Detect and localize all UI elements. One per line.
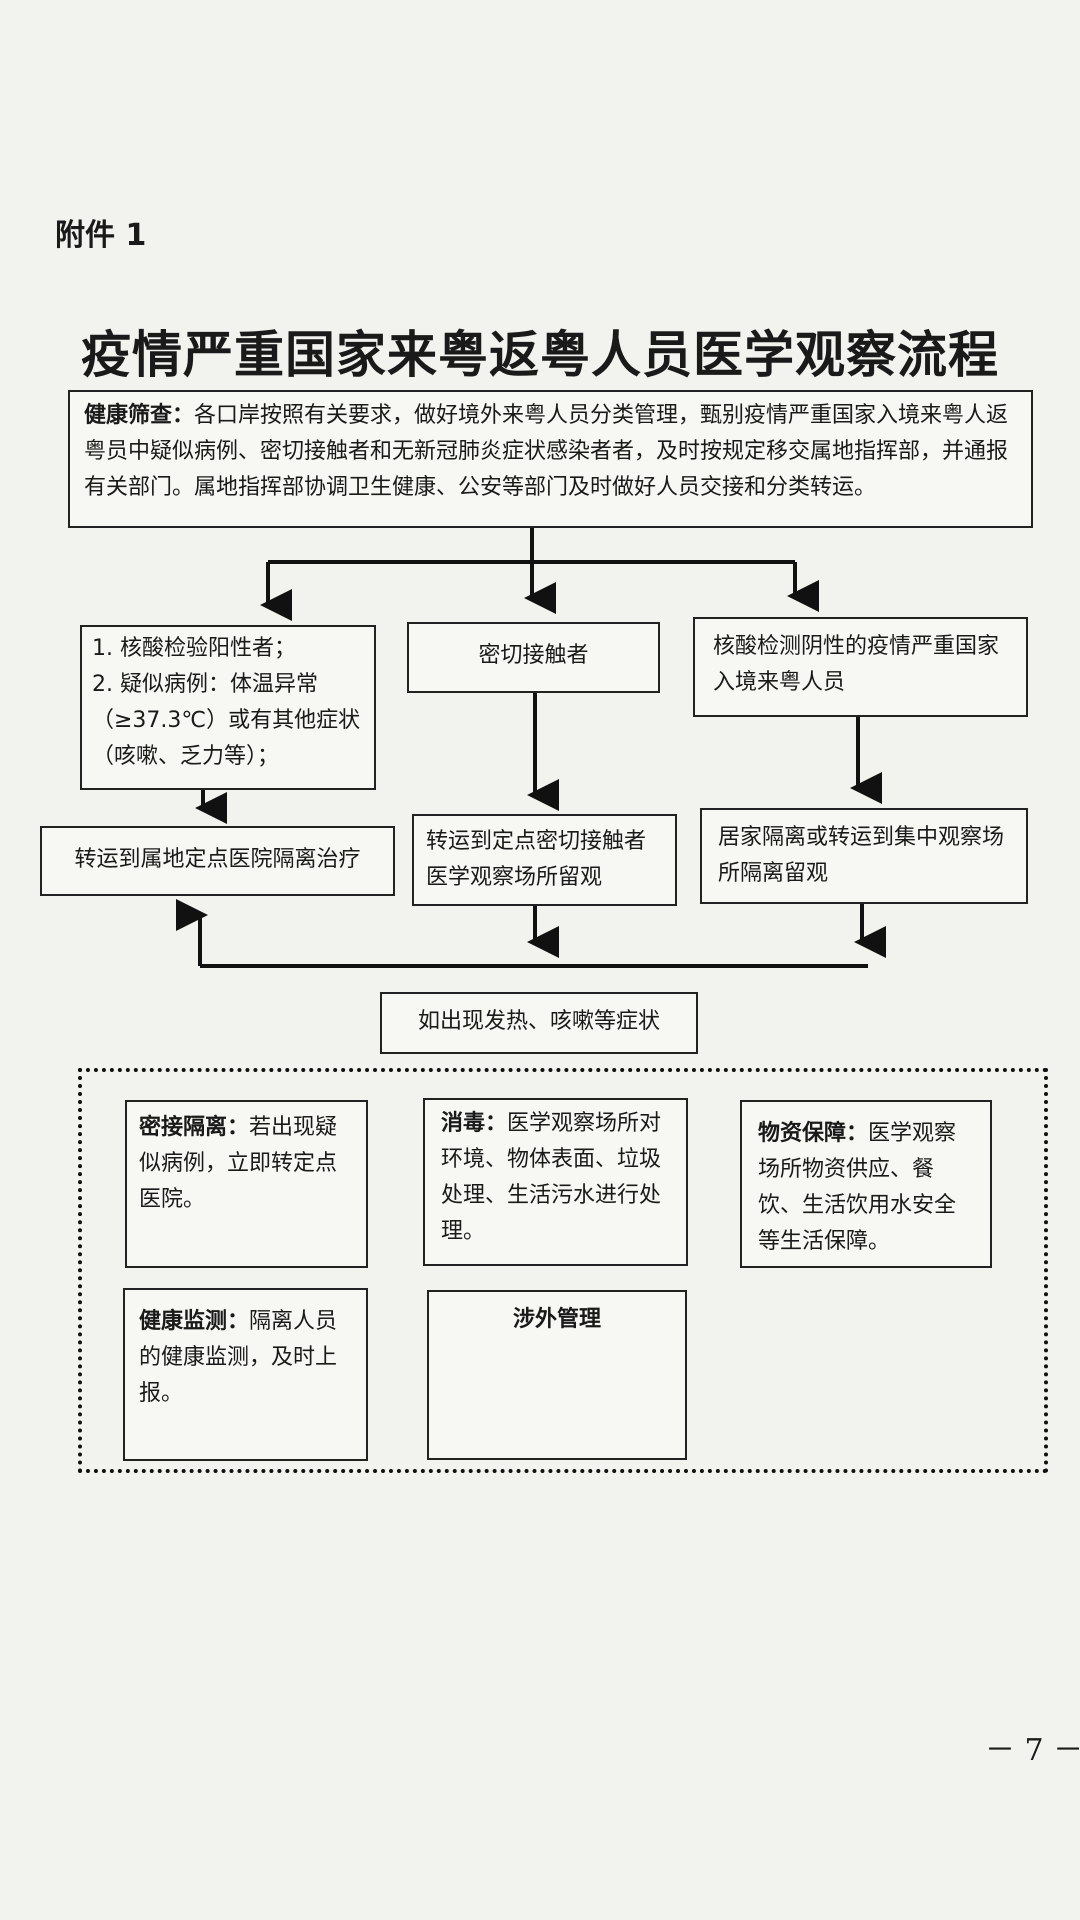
close-contact-observation-text: 转运到定点密切接触者医学观察场所留观 bbox=[426, 829, 647, 890]
disinfection-box: 消毒：医学观察场所对环境、物体表面、垃圾处理、生活污水进行处理。 bbox=[423, 1098, 688, 1266]
close-contact-observation-box: 转运到定点密切接触者医学观察场所留观 bbox=[412, 814, 677, 906]
health-monitoring-label: 健康监测： bbox=[139, 1309, 250, 1334]
page-number: － 7 － bbox=[985, 1733, 1080, 1768]
symptom-box: 如出现发热、咳嗽等症状 bbox=[380, 992, 698, 1054]
supplies-box: 物资保障：医学观察场所物资供应、餐饮、生活饮用水安全等生活保障。 bbox=[740, 1100, 992, 1268]
hospital-treatment-text: 转运到属地定点医院隔离治疗 bbox=[74, 847, 361, 872]
close-contact-box: 密切接触者 bbox=[407, 622, 660, 693]
negative-test-text: 核酸检测阴性的疫情严重国家入境来粤人员 bbox=[713, 634, 1000, 695]
screening-label: 健康筛查： bbox=[84, 403, 195, 428]
close-contact-isolation-box: 密接隔离：若出现疑似病例，立即转定点医院。 bbox=[125, 1100, 368, 1268]
home-quarantine-text: 居家隔离或转运到集中观察场所隔离留观 bbox=[718, 825, 1005, 886]
health-monitoring-box: 健康监测：隔离人员的健康监测，及时上报。 bbox=[123, 1288, 368, 1461]
annex-label: 附件 1 bbox=[55, 218, 147, 253]
disinfection-label: 消毒： bbox=[441, 1111, 508, 1136]
foreign-affairs-box: 涉外管理 bbox=[427, 1290, 687, 1460]
page-title: 疫情严重国家来粤返粤人员医学观察流程图 bbox=[81, 325, 999, 456]
supplies-text: 医学观察场所物资供应、餐饮、生活饮用水安全等生活保障。 bbox=[758, 1121, 957, 1254]
foreign-affairs-label: 涉外管理 bbox=[512, 1307, 601, 1332]
home-quarantine-box: 居家隔离或转运到集中观察场所隔离留观 bbox=[700, 808, 1028, 904]
supplies-label: 物资保障： bbox=[758, 1121, 869, 1146]
health-monitoring-text: 隔离人员的健康监测，及时上报。 bbox=[139, 1309, 338, 1406]
positive-case-line1: 1. 核酸检验阳性者； bbox=[92, 636, 296, 661]
disinfection-text: 医学观察场所对环境、物体表面、垃圾处理、生活污水进行处理。 bbox=[441, 1111, 662, 1244]
symptom-text: 如出现发热、咳嗽等症状 bbox=[417, 1009, 660, 1034]
close-contact-text: 密切接触者 bbox=[478, 643, 589, 668]
measures-area bbox=[78, 1068, 1048, 1473]
hospital-treatment-box: 转运到属地定点医院隔离治疗 bbox=[40, 826, 395, 896]
negative-test-box: 核酸检测阴性的疫情严重国家入境来粤人员 bbox=[693, 617, 1028, 717]
screening-text: 各口岸按照有关要求，做好境外来粤人员分类管理，甄别疫情严重国家入境来粤人返粤员中… bbox=[84, 403, 1009, 500]
screening-box: 健康筛查：各口岸按照有关要求，做好境外来粤人员分类管理，甄别疫情严重国家入境来粤… bbox=[68, 390, 1033, 528]
positive-case-line2: 2. 疑似病例：体温异常（≥37.3℃）或有其他症状（咳嗽、乏力等）； bbox=[92, 672, 361, 769]
close-contact-isolation-text: 若出现疑似病例，立即转定点医院。 bbox=[139, 1115, 338, 1212]
close-contact-isolation-label: 密接隔离： bbox=[139, 1115, 250, 1140]
positive-case-box: 1. 核酸检验阳性者； 2. 疑似病例：体温异常（≥37.3℃）或有其他症状（咳… bbox=[80, 625, 376, 790]
